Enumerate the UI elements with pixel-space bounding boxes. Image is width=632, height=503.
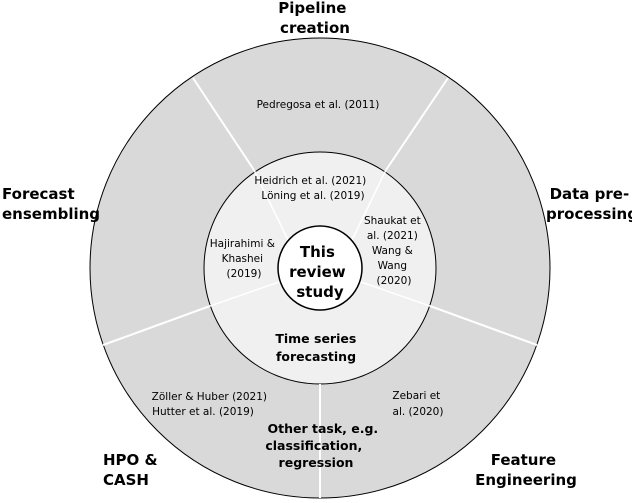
category-ensembling-line2: ensembling [2,205,100,223]
citation-shaukat-line2: al. (2021) [367,230,418,242]
citation-hutter: Hutter et al. (2019) [152,406,254,418]
citation-zebari-line1: Zebari et [392,390,440,402]
inner-task-label: Time series forecasting [275,331,360,364]
category-data-preprocessing: Data pre- processing [546,185,632,223]
outer-task-line3: regression [279,455,354,470]
category-preprocessing-line1: Data pre- [550,185,630,203]
center-label: This review study [289,243,351,301]
inner-task-line2: forecasting [276,349,356,364]
category-hpo-line2: CASH [103,471,149,489]
citation-hajirahimi-line1: Hajirahimi & [210,238,275,250]
citation-wang-line2: Wang [378,260,407,272]
citation-wang-line1: Wang & [372,245,413,257]
citation-hajirahimi: Hajirahimi & Khashei (2019) [210,238,279,280]
citation-pedregosa: Pedregosa et al. (2011) [257,99,380,111]
category-pipeline-line1: Pipeline [278,0,346,17]
citation-shaukat-wang: Shaukat et al. (2021) Wang & Wang (2020) [364,215,424,287]
outer-task-label: Other task, e.g. classification, regress… [265,421,382,470]
citation-zoeller-hutter: Zöller & Huber (2021) Hutter et al. (201… [152,391,271,418]
inner-divider-lower-right [357,280,431,307]
center-label-line1: This [300,243,335,261]
citation-heidrich: Heidrich et al. (2021) [254,175,366,187]
category-hpo-cash: HPO & CASH [103,451,163,489]
category-feature-engineering: Feature Engineering [475,451,577,489]
divider-pipeline-left [192,77,255,171]
citation-wang-line3: (2020) [377,275,412,287]
citation-zebari-line2: al. (2020) [393,406,444,418]
category-feature-line2: Engineering [475,471,577,489]
citation-shaukat-line1: Shaukat et [364,215,421,227]
citation-zebari: Zebari et al. (2020) [392,390,443,418]
category-pipeline-line2: creation [280,19,350,37]
center-label-line3: study [296,283,344,301]
citation-loening: Löning et al. (2019) [261,190,364,202]
inner-divider-lower-left [209,280,283,307]
citation-hajirahimi-line3: (2019) [227,268,262,280]
citation-hajirahimi-line2: Khashei [222,253,263,265]
outer-dividers [102,77,538,498]
category-preprocessing-line2: processing [546,205,632,223]
divider-preprocessing-feature [429,305,538,346]
inner-divider-left [253,169,289,241]
category-hpo-line1: HPO & [103,451,158,469]
center-label-line2: review [289,263,346,281]
divider-pipeline-right [385,77,449,171]
category-ensembling-line1: Forecast [2,185,75,203]
center-circle [277,225,363,311]
citation-heidrich-loening: Heidrich et al. (2021) Löning et al. (20… [254,175,369,202]
citation-zoeller: Zöller & Huber (2021) [152,391,267,403]
outer-task-line1: Other task, e.g. [267,421,378,436]
category-feature-line1: Feature [491,451,556,469]
inner-dividers [209,169,431,307]
inner-divider-right [351,169,387,241]
category-forecast-ensembling: Forecast ensembling [2,185,100,223]
inner-task-line1: Time series [275,331,356,346]
outer-task-line2: classification, [265,438,362,453]
category-pipeline-creation: Pipeline creation [278,0,351,37]
divider-hpo-ensembling [102,305,211,346]
